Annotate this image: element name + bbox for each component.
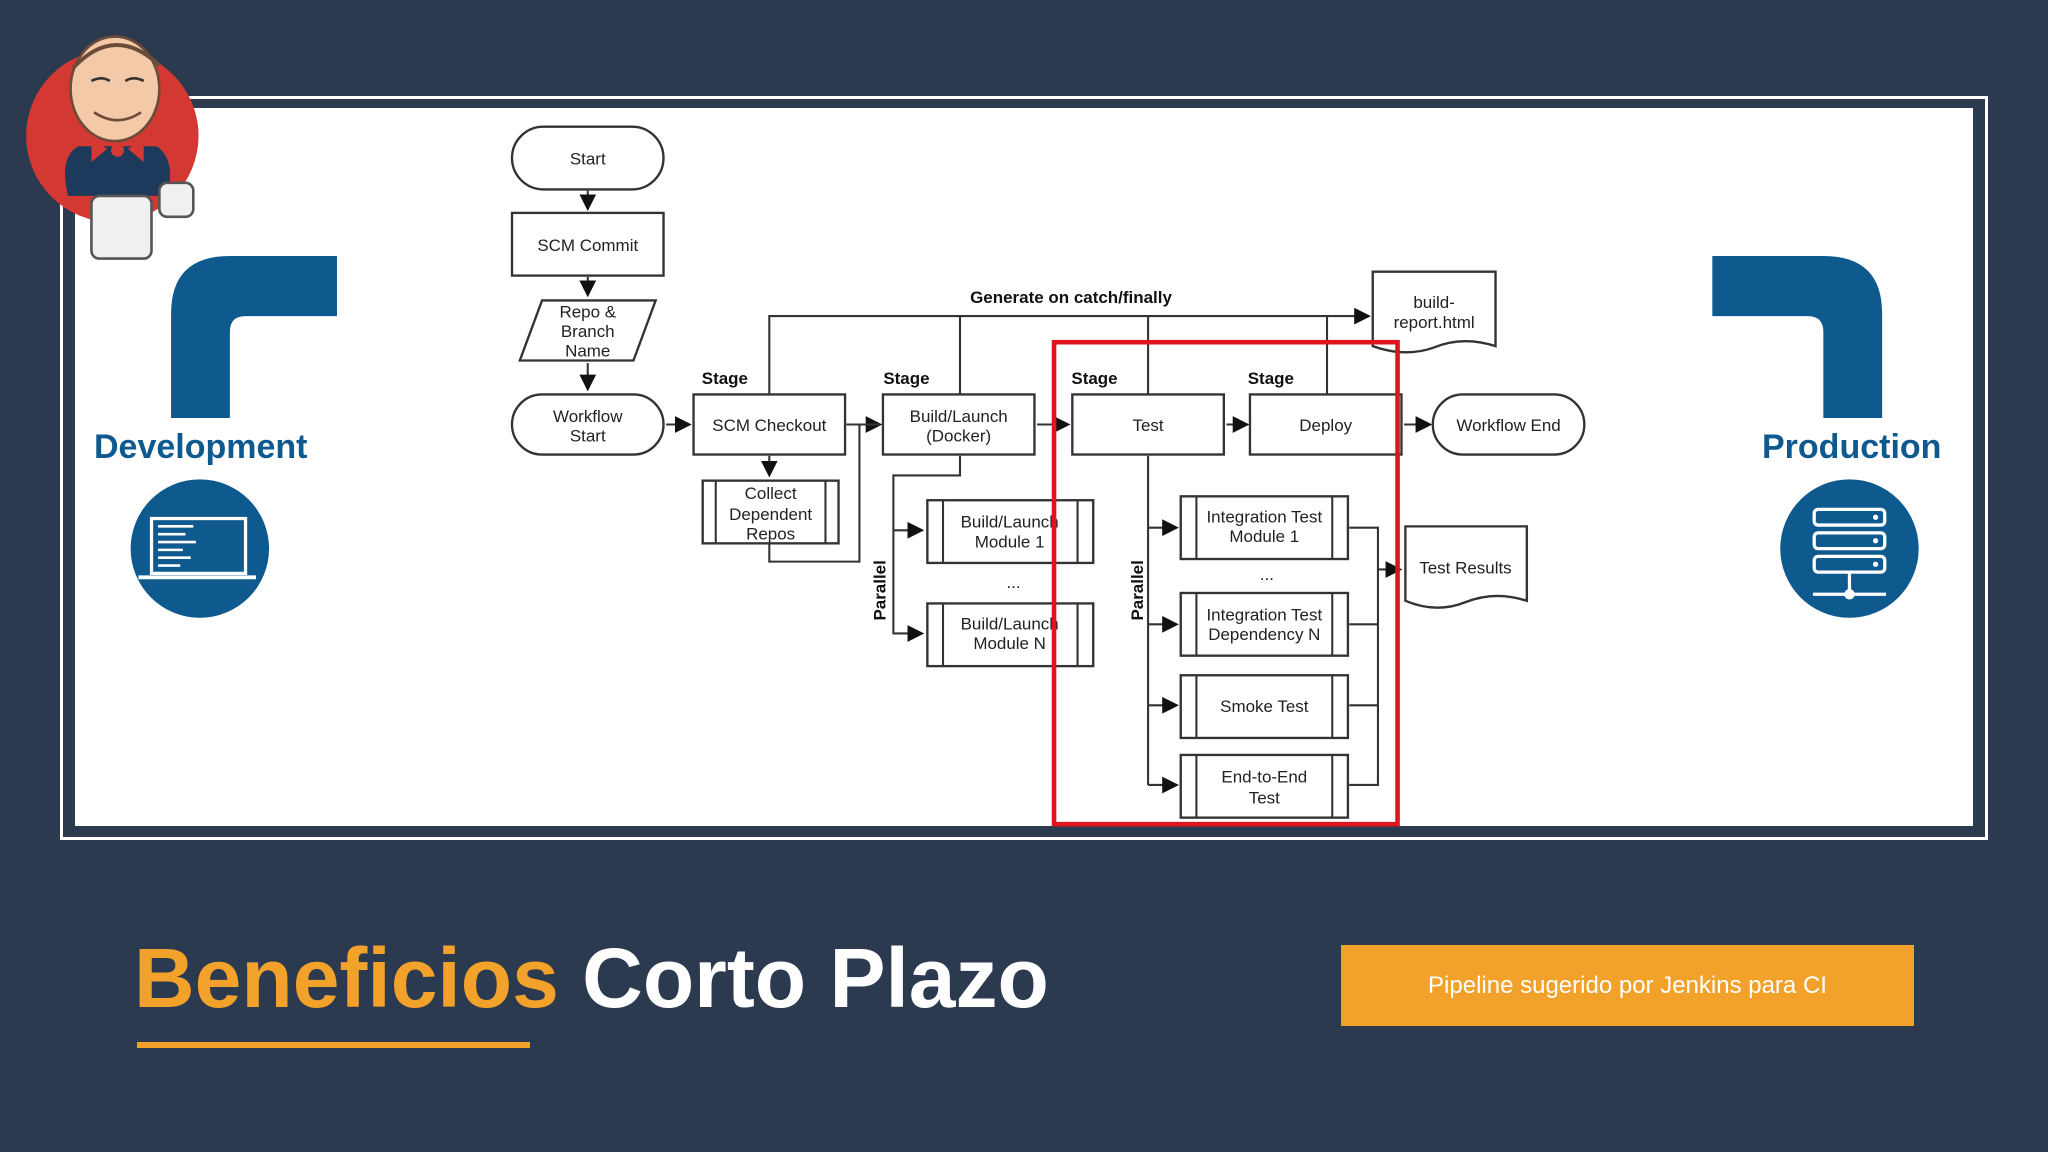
label-build-docker-2: (Docker) bbox=[926, 426, 991, 445]
label-collect-2: Dependent bbox=[729, 505, 812, 524]
label-e2e-1: End-to-End bbox=[1221, 767, 1307, 786]
label-build-mn-2: Module N bbox=[973, 634, 1046, 653]
node-scm-commit bbox=[510, 211, 665, 277]
node-integration-test-n bbox=[1179, 591, 1350, 657]
test-deploy-highlight bbox=[1051, 339, 1400, 827]
server-icon bbox=[1780, 479, 1919, 618]
title-accent: Beneficios bbox=[134, 931, 559, 1025]
title-underline bbox=[137, 1042, 530, 1048]
laptop-icon bbox=[130, 479, 270, 618]
label-repo-1: Repo & bbox=[559, 302, 616, 321]
node-integration-test-1 bbox=[1179, 495, 1350, 561]
node-build-report bbox=[1371, 270, 1497, 354]
node-scm-checkout bbox=[692, 393, 847, 456]
label-scm-checkout: SCM Checkout bbox=[712, 416, 826, 435]
label-build-report-1: build- bbox=[1413, 293, 1455, 312]
label-build-report-2: report.html bbox=[1394, 313, 1475, 332]
label-int-1-1: Integration Test bbox=[1206, 507, 1322, 526]
stage-label-4: Stage bbox=[1248, 369, 1294, 388]
production-label: Production bbox=[1762, 428, 1942, 466]
label-start: Start bbox=[570, 150, 606, 169]
label-parallel-test: Parallel bbox=[1128, 560, 1147, 620]
label-ellipsis-test: ... bbox=[1260, 565, 1274, 584]
label-repo-3: Name bbox=[565, 342, 610, 361]
node-collect-repos bbox=[701, 479, 840, 545]
diagram-panel bbox=[75, 108, 1973, 826]
label-int-1-2: Module 1 bbox=[1229, 527, 1299, 546]
label-ellipsis-build: ... bbox=[1006, 573, 1020, 592]
development-label: Development bbox=[94, 428, 308, 466]
node-workflow-start bbox=[510, 393, 665, 456]
label-collect-3: Repos bbox=[746, 524, 795, 543]
label-generate-catch: Generate on catch/finally bbox=[970, 288, 1172, 307]
jenkins-butler-icon bbox=[26, 35, 199, 260]
caption-text: Pipeline sugerido por Jenkins para CI bbox=[1428, 971, 1827, 999]
label-repo-2: Branch bbox=[561, 322, 615, 341]
stage-label-1: Stage bbox=[702, 369, 748, 388]
node-start bbox=[510, 125, 665, 191]
pipe-icon bbox=[1712, 256, 1883, 418]
label-int-n-1: Integration Test bbox=[1206, 605, 1322, 624]
label-build-mn-1: Build/Launch bbox=[961, 615, 1059, 634]
stage-label-3: Stage bbox=[1071, 369, 1117, 388]
label-int-n-2: Dependency N bbox=[1208, 625, 1320, 644]
node-test bbox=[1071, 393, 1226, 456]
label-build-m1-2: Module 1 bbox=[975, 532, 1045, 551]
diagram-frame bbox=[60, 96, 1988, 840]
pipe-icon bbox=[171, 256, 337, 418]
node-workflow-end bbox=[1431, 393, 1586, 456]
caption-badge: Pipeline sugerido por Jenkins para CI bbox=[1341, 945, 1914, 1026]
node-smoke-test bbox=[1179, 674, 1350, 740]
label-smoke-test: Smoke Test bbox=[1220, 697, 1309, 716]
label-collect-1: Collect bbox=[745, 484, 797, 503]
node-test-results bbox=[1404, 525, 1529, 609]
stage-label-2: Stage bbox=[883, 369, 929, 388]
label-parallel-build: Parallel bbox=[871, 560, 890, 620]
label-build-m1-1: Build/Launch bbox=[961, 513, 1059, 532]
node-build-module-n bbox=[926, 602, 1095, 668]
title-rest: Corto Plazo bbox=[582, 931, 1049, 1025]
node-end-to-end bbox=[1179, 753, 1350, 819]
slide-title: Beneficios Corto Plazo bbox=[134, 930, 1049, 1040]
node-build-module-1 bbox=[926, 499, 1095, 565]
label-scm-commit: SCM Commit bbox=[537, 236, 638, 255]
label-workflow-end: Workflow End bbox=[1456, 416, 1560, 435]
node-build-launch-docker bbox=[881, 393, 1036, 456]
label-test: Test bbox=[1133, 416, 1164, 435]
label-workflow-start-1: Workflow bbox=[553, 407, 623, 426]
node-deploy bbox=[1248, 393, 1403, 456]
label-build-docker-1: Build/Launch bbox=[910, 407, 1008, 426]
label-deploy: Deploy bbox=[1299, 416, 1352, 435]
node-repo-branch bbox=[518, 299, 658, 362]
label-workflow-start-2: Start bbox=[570, 426, 606, 445]
label-test-results: Test Results bbox=[1419, 558, 1511, 577]
label-e2e-2: Test bbox=[1249, 788, 1280, 807]
